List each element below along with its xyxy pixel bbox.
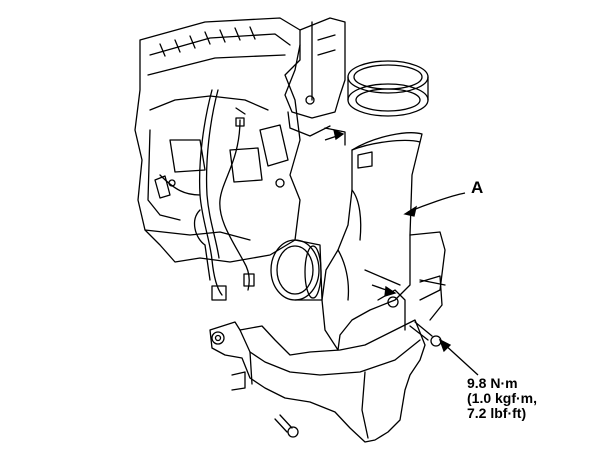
wiring-harness	[159, 89, 255, 301]
torque-spec-line3: 7.2 lbf·ft)	[467, 405, 527, 421]
arrow-head-a	[403, 205, 417, 217]
duct-connector	[270, 239, 323, 301]
upper-bracket	[284, 17, 346, 146]
seal-ring	[347, 60, 429, 117]
leader-line-a	[407, 192, 466, 213]
torque-spec-line1: 9.8 N·m	[467, 375, 518, 391]
intake-duct-a	[321, 132, 446, 351]
leader-lines	[324, 128, 479, 376]
callout-label-a: A	[471, 178, 484, 197]
arrow-head-torque	[438, 338, 452, 353]
torque-spec-line2: (1.0 kgf·m,	[467, 390, 538, 406]
torque-spec: 9.8 N·m (1.0 kgf·m, 7.2 lbf·ft)	[467, 376, 537, 421]
engine-housing	[134, 17, 301, 263]
leader-line-torque	[442, 342, 479, 376]
mounting-bolts	[274, 321, 442, 438]
air-cleaner-box	[209, 275, 443, 443]
